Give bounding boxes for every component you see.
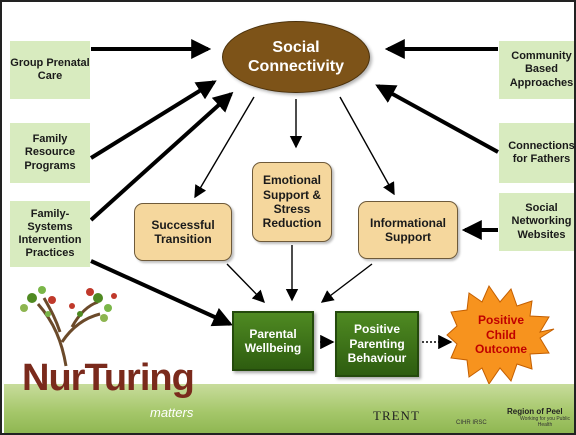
- arrow-connectivity-to-transition: [194, 96, 255, 199]
- peel-logo-text: Region of Peel: [507, 407, 563, 416]
- footer-band: [4, 384, 574, 433]
- community-based-approaches-box: Community Based Approaches: [499, 41, 574, 99]
- successful-transition-box: Successful Transition: [134, 203, 232, 261]
- trent-logo-text: TRENT: [373, 408, 420, 423]
- nurturing-logo-text: NurTuring: [22, 357, 195, 399]
- family-resource-programs-box: Family Resource Programs: [10, 123, 90, 183]
- arrow-transition-to-wellbeing: [226, 263, 265, 304]
- family-systems-intervention-box: Family-Systems Intervention Practices: [10, 201, 90, 267]
- arrow-resource-to-connectivity: [89, 80, 217, 160]
- arrow-connectivity-to-informational: [339, 96, 395, 196]
- social-networking-websites-box: Social Networking Websites: [499, 193, 574, 251]
- informational-support-box: Informational Support: [358, 201, 458, 259]
- connections-for-fathers-box: Connections for Fathers: [499, 123, 574, 183]
- social-connectivity-ellipse: Social Connectivity: [222, 21, 370, 93]
- positive-parenting-behaviour-box: Positive Parenting Behaviour: [335, 311, 419, 377]
- matters-logo-text: matters: [150, 405, 194, 420]
- arrow-fathers-to-connectivity: [375, 84, 499, 154]
- arrow-informational-to-wellbeing: [320, 263, 373, 303]
- group-prenatal-care-box: Group Prenatal Care: [10, 41, 90, 99]
- cihr-logo-text: CIHR IRSC: [456, 420, 487, 426]
- arrow-systems-to-wellbeing: [90, 259, 233, 327]
- positive-child-outcome-label: Positive Child Outcome: [474, 313, 527, 357]
- tree-logo: [20, 286, 117, 367]
- parental-wellbeing-box: Parental Wellbeing: [232, 311, 314, 371]
- peel-logo-subtext: Working for you Public Health: [520, 416, 570, 428]
- emotional-support-box: Emotional Support & Stress Reduction: [252, 162, 332, 242]
- arrow-systems-to-connectivity: [89, 91, 234, 222]
